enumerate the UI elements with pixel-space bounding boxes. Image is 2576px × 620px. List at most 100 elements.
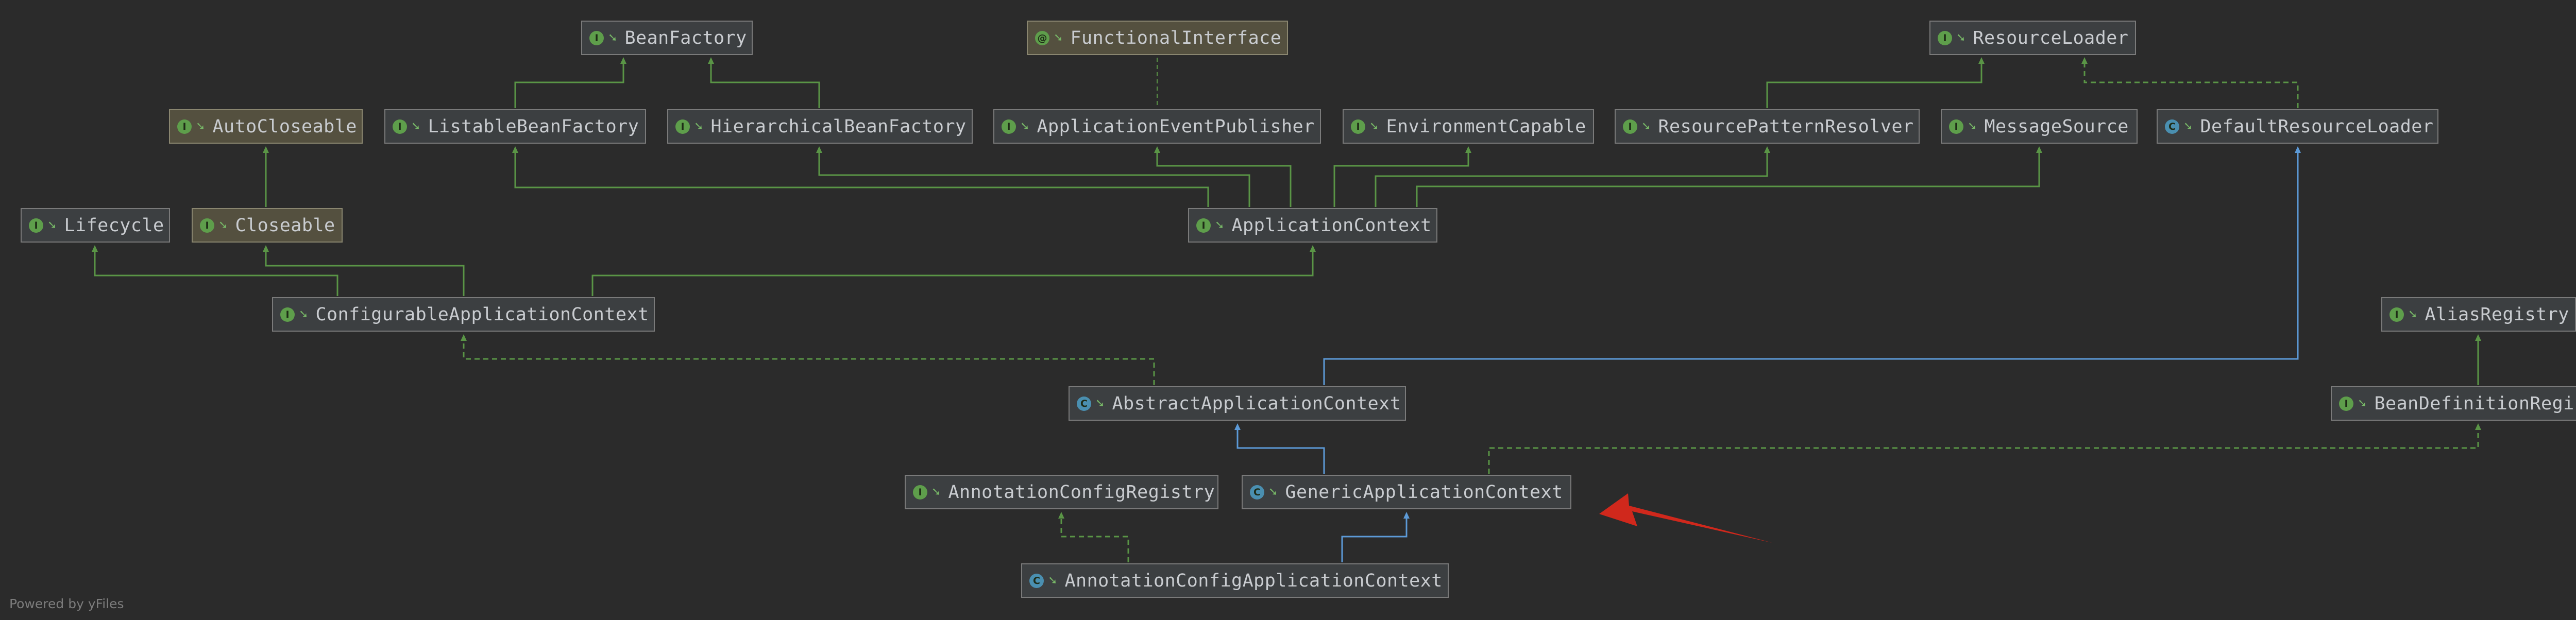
- node-applicationcontext[interactable]: I ➘ ApplicationContext: [1188, 208, 1437, 243]
- edge-configurable-to-lifecycle: [92, 245, 338, 296]
- node-beandefinitionregistry[interactable]: I ➘ BeanDefinitionRegistry: [2331, 386, 2576, 421]
- public-visibility-icon: ➘: [1369, 120, 1379, 133]
- edge-appcontext-to-listable: [512, 146, 1209, 207]
- edge-patternresolver-to-resourceloader: [1766, 57, 1985, 108]
- node-functionalinterface[interactable]: @ ➘ FunctionalInterface: [1027, 21, 1288, 55]
- interface-icon: I: [913, 485, 927, 500]
- node-resourcepatternresolver[interactable]: I ➘ ResourcePatternResolver: [1615, 109, 1920, 144]
- interface-icon: I: [1623, 119, 1637, 134]
- node-applicationeventpublisher[interactable]: I ➘ ApplicationEventPublisher: [993, 109, 1321, 144]
- node-label: AutoCloseable: [212, 116, 357, 137]
- node-label: HierarchicalBeanFactory: [710, 116, 967, 137]
- node-annotationconfigapplicationcontext[interactable]: C ➘ AnnotationConfigApplicationContext: [1021, 563, 1449, 598]
- edge-defaultresourceloader-to-resourceloader: [2081, 57, 2299, 108]
- node-listablebeanfactory[interactable]: I ➘ ListableBeanFactory: [384, 109, 646, 144]
- node-genericapplicationcontext[interactable]: C ➘ GenericApplicationContext: [1242, 475, 1571, 509]
- node-label: AnnotationConfigRegistry: [948, 481, 1215, 503]
- public-visibility-icon: ➘: [411, 120, 421, 133]
- edge-configurable-to-appcontext: [591, 245, 1316, 296]
- interface-icon: I: [1938, 30, 1952, 45]
- public-visibility-icon: ➘: [2358, 397, 2367, 410]
- public-visibility-icon: ➘: [1095, 397, 1105, 410]
- public-visibility-icon: ➘: [1215, 219, 1225, 232]
- node-label: Closeable: [235, 215, 335, 236]
- node-label: GenericApplicationContext: [1285, 481, 1563, 503]
- node-resourceloader[interactable]: I➘ResourceLoader: [1929, 21, 2136, 55]
- node-label: BeanFactory: [624, 27, 747, 48]
- public-visibility-icon: ➘: [608, 31, 618, 44]
- annotation-icon: @: [1035, 30, 1049, 45]
- interface-icon: I: [2339, 396, 2353, 411]
- interface-icon: I: [280, 307, 295, 322]
- public-visibility-icon: ➘: [1956, 31, 1966, 44]
- interface-icon: I: [177, 119, 192, 134]
- node-autocloseable[interactable]: I ➘ AutoCloseable: [169, 109, 363, 144]
- interface-icon: I: [1351, 119, 1365, 134]
- interface-icon: I: [1949, 119, 1963, 134]
- public-visibility-icon: ➘: [1054, 31, 1063, 44]
- class-icon: C: [1029, 573, 1044, 588]
- edge-appcontext-to-messagesource: [1416, 146, 2042, 207]
- node-label: EnvironmentCapable: [1386, 116, 1586, 137]
- node-lifecycle[interactable]: I ➘ Lifecycle: [21, 208, 170, 243]
- interface-icon: I: [1002, 119, 1016, 134]
- edge-generic-to-beandefregistry: [1488, 423, 2481, 474]
- interface-icon: I: [1196, 218, 1211, 233]
- node-label: MessageSource: [1984, 116, 2129, 137]
- node-configurableapplicationcontext[interactable]: I ➘ ConfigurableApplicationContext: [272, 297, 655, 332]
- public-visibility-icon: ➘: [931, 486, 941, 498]
- watermark: Powered by yFiles: [9, 596, 124, 611]
- node-aliasregistry[interactable]: I➘AliasRegistry: [2381, 297, 2576, 332]
- edge-generic-to-abstract: [1234, 423, 1325, 474]
- node-abstractapplicationcontext[interactable]: C➘AbstractApplicationContext: [1069, 386, 1406, 421]
- public-visibility-icon: ➘: [1268, 486, 1278, 498]
- node-label: BeanDefinitionRegistry: [2374, 393, 2576, 414]
- node-label: ApplicationContext: [1231, 215, 1432, 236]
- edge-listable-to-beanfactory: [514, 57, 626, 108]
- edge-appcontext-to-environment: [1333, 146, 1471, 207]
- node-label: DefaultResourceLoader: [2200, 116, 2434, 137]
- interface-icon: I: [29, 218, 43, 233]
- edge-appcontext-to-patternresolver: [1375, 146, 1770, 207]
- public-visibility-icon: ➘: [694, 120, 704, 133]
- edge-abstract-to-configurable: [461, 334, 1155, 385]
- public-visibility-icon: ➘: [1048, 574, 1058, 587]
- node-environmentcapable[interactable]: I ➘ EnvironmentCapable: [1343, 109, 1594, 144]
- public-visibility-icon: ➘: [1020, 120, 1030, 133]
- node-label: AnnotationConfigApplicationContext: [1064, 570, 1443, 591]
- interface-icon: I: [200, 218, 214, 233]
- interface-icon: I: [675, 119, 690, 134]
- edge-annotationconfigctx-to-registry: [1058, 512, 1129, 562]
- public-visibility-icon: ➘: [299, 308, 309, 321]
- public-visibility-icon: ➘: [218, 219, 228, 232]
- node-label: ResourcePatternResolver: [1658, 116, 1914, 137]
- node-defaultresourceloader[interactable]: C➘DefaultResourceLoader: [2157, 109, 2438, 144]
- public-visibility-icon: ➘: [196, 120, 206, 133]
- node-beanfactory[interactable]: I ➘ BeanFactory: [581, 21, 753, 55]
- edge-abstract-to-defaultresourceloader: [1323, 146, 2301, 385]
- node-label: ConfigurableApplicationContext: [315, 304, 649, 325]
- edge-appcontext-to-hierarchical: [816, 146, 1250, 207]
- public-visibility-icon: ➘: [1641, 120, 1651, 133]
- edge-appcontext-to-publisher: [1154, 146, 1292, 207]
- node-messagesource[interactable]: I ➘ MessageSource: [1941, 109, 2138, 144]
- class-icon: C: [1250, 485, 1264, 500]
- class-icon: C: [2165, 119, 2179, 134]
- edge-configurable-to-closeable: [263, 245, 465, 296]
- node-hierarchicalbeanfactory[interactable]: I ➘ HierarchicalBeanFactory: [667, 109, 973, 144]
- node-annotationconfigregistry[interactable]: I ➘ AnnotationConfigRegistry: [905, 475, 1218, 509]
- node-label: ApplicationEventPublisher: [1037, 116, 1315, 137]
- node-label: FunctionalInterface: [1070, 27, 1282, 48]
- public-visibility-icon: ➘: [47, 219, 57, 232]
- interface-icon: I: [393, 119, 407, 134]
- interface-icon: I: [589, 30, 604, 45]
- node-label: AbstractApplicationContext: [1112, 393, 1401, 414]
- node-label: ListableBeanFactory: [428, 116, 639, 137]
- public-visibility-icon: ➘: [1968, 120, 1977, 133]
- interface-icon: I: [2389, 307, 2404, 322]
- node-label: Lifecycle: [64, 215, 164, 236]
- node-closeable[interactable]: I ➘ Closeable: [192, 208, 343, 243]
- edge-annotationconfigctx-to-generic: [1341, 512, 1410, 562]
- public-visibility-icon: ➘: [2408, 308, 2418, 321]
